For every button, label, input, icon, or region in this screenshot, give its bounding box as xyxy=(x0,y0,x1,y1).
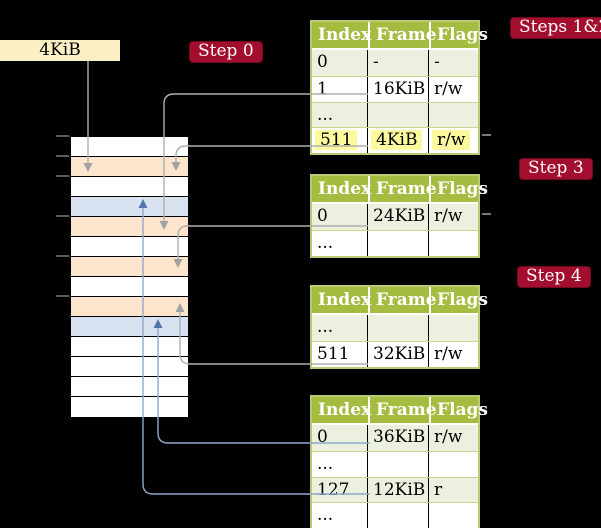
page-table-3: Index Frame Flags ... 511 32KiB r/w xyxy=(310,285,488,369)
memory-frame-row-5 xyxy=(71,217,188,237)
table-row: 0 - - xyxy=(312,50,478,76)
step-3-label: Step 3 xyxy=(519,158,593,180)
flags-cell xyxy=(429,103,478,128)
column-header: Index xyxy=(318,179,372,199)
memory-frame-row-14 xyxy=(71,397,188,416)
index-cell: 0 xyxy=(312,50,368,76)
table-header-row: Index Frame Flags xyxy=(312,22,488,50)
flags-cell: - xyxy=(434,52,440,72)
free-frame-4kib-box: 4KiB xyxy=(0,40,120,61)
frame-cell: 16KiB xyxy=(368,76,429,102)
frame-cell: 32KiB xyxy=(368,341,429,367)
table-row: 0 24KiB r/w xyxy=(312,204,478,230)
index-cell: 0 xyxy=(312,204,368,230)
memory-frame-row-9 xyxy=(71,297,188,317)
page-table-4: Index Frame Flags 0 36KiB r/w ... 127 12… xyxy=(310,395,488,528)
flags-cell: r xyxy=(434,479,443,500)
table-row: 0 36KiB r/w xyxy=(312,425,478,451)
memory-frame-row-7 xyxy=(71,257,188,277)
frame-cell: 12KiB xyxy=(368,477,429,503)
frame-cell xyxy=(368,315,429,341)
frame-cell: - xyxy=(368,50,429,76)
table-row-highlighted: 511 4KiB r/w xyxy=(312,127,478,154)
memory-frame-row-3 xyxy=(71,177,188,197)
steps-1-2-label: Steps 1&2 xyxy=(510,17,601,39)
memory-frame-row-12 xyxy=(71,357,188,377)
frame-cell xyxy=(368,230,429,256)
memory-frame-row-10 xyxy=(71,317,188,337)
index-cell: ... xyxy=(312,230,368,256)
index-cell: 0 xyxy=(312,425,368,451)
table-header-row: Index Frame Flags xyxy=(312,397,488,425)
frame-cell: 36KiB xyxy=(368,425,429,451)
flags-cell: r/w xyxy=(434,206,463,226)
column-header: Frame xyxy=(368,176,437,202)
flags-cell: r/w xyxy=(434,343,463,364)
index-cell: ... xyxy=(312,102,368,128)
memory-frame-row-11 xyxy=(71,337,188,357)
frame-cell xyxy=(368,503,429,528)
flags-cell xyxy=(429,315,478,341)
index-cell: 511 xyxy=(312,128,368,154)
highlight: r/w xyxy=(432,130,471,151)
flags-cell: r/w xyxy=(434,78,463,99)
memory-frame-row-8 xyxy=(71,277,188,297)
flags-cell xyxy=(429,231,478,256)
flags-cell xyxy=(429,452,478,477)
column-header: Index xyxy=(318,25,372,45)
frame-cell xyxy=(368,451,429,477)
index-cell: ... xyxy=(312,503,368,528)
memory-frame-row-6 xyxy=(71,237,188,257)
frame-cell: 4KiB xyxy=(368,128,429,154)
column-header: Flags xyxy=(429,287,488,313)
step-4-label: Step 4 xyxy=(517,266,591,288)
column-header: Frame xyxy=(368,397,437,423)
table-row: ... xyxy=(312,101,478,128)
highlight: 4KiB xyxy=(371,130,423,151)
column-header: Index xyxy=(318,400,372,420)
column-header: Frame xyxy=(368,22,437,48)
index-cell: 127 xyxy=(312,477,368,503)
index-cell: 511 xyxy=(312,341,368,367)
column-header: Flags xyxy=(429,176,488,202)
column-header: Flags xyxy=(429,22,488,48)
column-header: Index xyxy=(318,290,372,310)
table-header-row: Index Frame Flags xyxy=(312,287,488,315)
column-header: Flags xyxy=(429,397,488,423)
memory-tick-marks xyxy=(56,135,69,297)
memory-frame-row-1 xyxy=(71,137,188,157)
frame-cell xyxy=(368,102,429,128)
table-row: ... xyxy=(312,229,478,256)
table-row: 511 32KiB r/w xyxy=(312,340,478,367)
table-row: 1 16KiB r/w xyxy=(312,75,478,102)
column-header: Frame xyxy=(368,287,437,313)
step-0-label: Step 0 xyxy=(189,41,263,63)
table-row: ... xyxy=(312,502,478,528)
table-row: 127 12KiB r xyxy=(312,476,478,503)
highlight: 511 xyxy=(315,130,358,151)
memory-frame-row-4 xyxy=(71,197,188,217)
frame-cell: 24KiB xyxy=(368,204,429,230)
index-cell: 1 xyxy=(312,76,368,102)
index-cell: ... xyxy=(312,451,368,477)
flags-cell xyxy=(429,503,478,528)
flags-cell: r/w xyxy=(434,427,463,447)
page-table-1: Index Frame Flags 0 - - 1 16KiB r/w ... … xyxy=(310,20,488,156)
table-row: ... xyxy=(312,315,478,341)
table-row: ... xyxy=(312,450,478,477)
memory-frame-row-13 xyxy=(71,377,188,397)
page-table-2: Index Frame Flags 0 24KiB r/w ... xyxy=(310,174,488,258)
table-header-row: Index Frame Flags xyxy=(312,176,488,204)
flags-cell: r/w xyxy=(429,128,478,153)
memory-frame-row-2 xyxy=(71,157,188,177)
physical-memory-column xyxy=(70,136,189,418)
index-cell: ... xyxy=(312,315,368,341)
